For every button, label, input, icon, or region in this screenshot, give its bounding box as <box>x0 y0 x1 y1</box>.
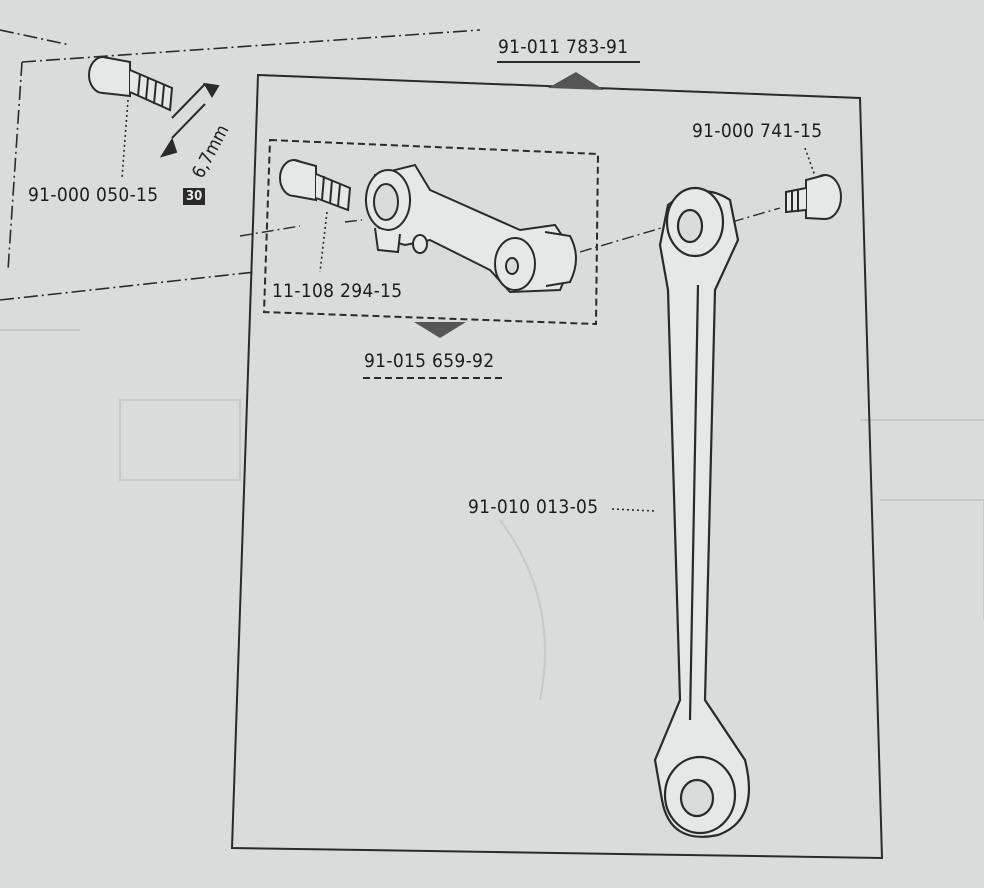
assembly-box <box>230 73 884 860</box>
left-screw-part-number: 91-000 050-15 <box>28 184 159 206</box>
leader-lines <box>121 99 816 512</box>
rod-part-number: 91-010 013-05 <box>468 496 599 518</box>
dimension-marker <box>159 82 220 158</box>
connecting-rod-icon <box>653 186 750 838</box>
crank-label-marks <box>363 322 505 379</box>
top-label-underline <box>497 61 640 90</box>
inner-screw-icon <box>279 159 352 212</box>
background-ghost-lines <box>0 329 984 701</box>
assembly-part-number: 91-011 783-91 <box>498 36 629 58</box>
quantity-badge: 30 <box>183 188 206 205</box>
crank-part-number: 91-015 659-92 <box>364 350 495 372</box>
right-screw-icon <box>785 174 842 220</box>
crank-icon <box>365 163 577 294</box>
center-axis-lines <box>239 207 781 253</box>
left-screw-icon <box>88 56 174 112</box>
right-screw-part-number: 91-000 741-15 <box>692 120 823 142</box>
inner-screw-part-number: 11-108 294-15 <box>272 280 403 302</box>
outer-boundary-dashdot <box>0 29 481 301</box>
crank-subassembly-box <box>262 138 600 326</box>
